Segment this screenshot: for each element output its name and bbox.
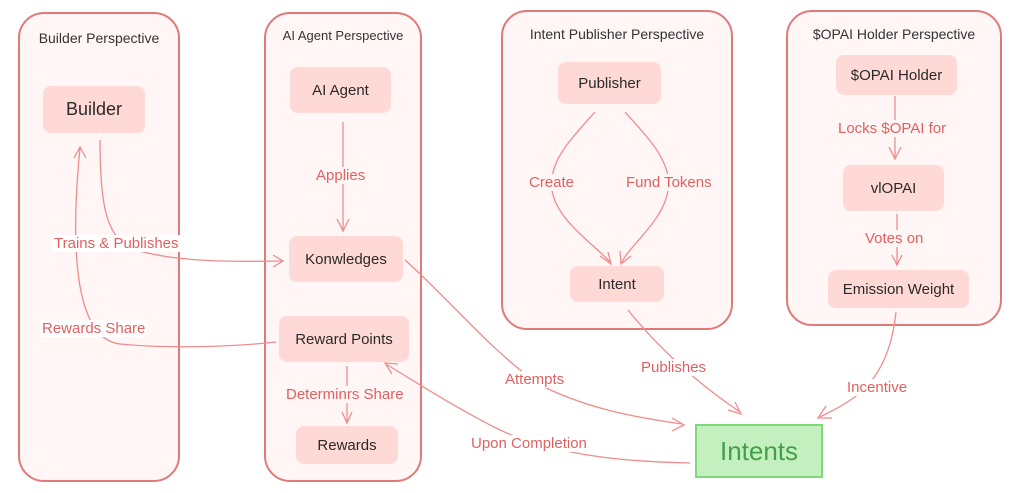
label-upon-completion: Upon Completion [469, 435, 589, 452]
label-determines-share: Determinrs Share [284, 386, 406, 403]
edge-incentive [819, 311, 897, 418]
edge-rewards-share [75, 147, 277, 348]
edge-fund-tokens-arrow [619, 250, 632, 266]
edge-upon-completion [385, 363, 691, 464]
opai-holder-node[interactable]: $OPAI Holder [836, 55, 957, 95]
intent-publisher-perspective-title: Intent Publisher Perspective [529, 26, 705, 42]
edge-applies-arrow [336, 218, 350, 233]
label-applies: Applies [314, 167, 368, 184]
rewards-node[interactable]: Rewards [296, 426, 398, 464]
reward-points-node[interactable]: Reward Points [279, 316, 409, 362]
intent-node[interactable]: Intent [570, 266, 664, 302]
edge-trains-publishes-arrow [272, 254, 285, 268]
edge-determines-share-arrow [341, 411, 353, 425]
edge-create-arrow [599, 251, 613, 266]
edge-rewards-share-arrow [73, 145, 87, 159]
ai-agent-perspective-title: AI Agent Perspective [282, 28, 404, 43]
edge-incentive-arrow [816, 405, 832, 419]
edge-publishes-arrow [727, 401, 743, 416]
label-locks-opai: Locks $OPAI for [836, 120, 949, 137]
publisher-node[interactable]: Publisher [558, 62, 661, 104]
label-rewards-share: Rewards Share [40, 320, 148, 337]
edge-votes-on-arrow [891, 254, 903, 267]
opai-holder-perspective-title: $OPAI Holder Perspective [812, 26, 976, 42]
label-trains-publishes: Trains & Publishes [52, 235, 181, 252]
label-publishes: Publishes [639, 359, 709, 376]
edge-attempts-arrow [671, 417, 686, 432]
knowledges-node[interactable]: Konwledges [289, 236, 403, 282]
ai-agent-node[interactable]: AI Agent [290, 67, 391, 113]
intents-node[interactable]: Intents [695, 424, 823, 478]
edge-locks-opai-arrow [888, 146, 902, 161]
builder-node[interactable]: Builder [43, 86, 145, 133]
label-attempts: Attempts [503, 371, 567, 388]
label-fund-tokens: Fund Tokens [624, 174, 714, 191]
label-votes-on: Votes on [863, 230, 926, 247]
edge-upon-completion-arrow [383, 362, 399, 375]
builder-perspective-title: Builder Perspective [38, 30, 160, 46]
emission-weight-node[interactable]: Emission Weight [828, 270, 969, 308]
label-incentive: Incentive [845, 379, 910, 396]
label-create: Create [527, 174, 577, 191]
vlopai-node[interactable]: vlOPAI [843, 165, 944, 211]
